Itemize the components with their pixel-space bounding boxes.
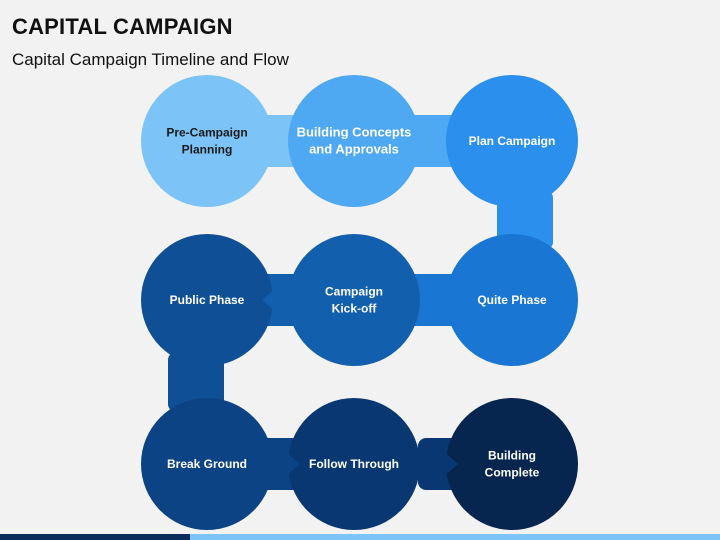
step-label-9: Complete: [485, 466, 540, 480]
bottom-bar-dark-segment: [0, 534, 190, 540]
step-label-5: Kick-off: [332, 302, 378, 316]
flow-arrow-5: [262, 288, 276, 312]
step-label-6: Public Phase: [170, 293, 245, 307]
slide-subtitle: Capital Campaign Timeline and Flow: [12, 50, 289, 69]
step-node-9: [446, 398, 578, 530]
step-node-2: [288, 75, 420, 207]
flow-arrow-4: [422, 288, 436, 312]
step-node-3: [446, 75, 578, 207]
step-node-8: [288, 398, 420, 530]
step-node-5: [288, 234, 420, 366]
step-node-7: [141, 398, 273, 530]
step-label-8: Follow Through: [309, 457, 399, 471]
step-label-1: Pre-Campaign: [166, 126, 247, 140]
flow-arrow-2: [428, 129, 442, 153]
step-label-9: Building: [488, 449, 536, 463]
step-label-5: Campaign: [325, 285, 383, 299]
step-label-2: and Approvals: [309, 142, 399, 157]
bottom-accent-bar: [0, 534, 720, 540]
flow-arrow-1: [268, 129, 282, 153]
bottom-bar-light-segment: [190, 534, 720, 540]
step-label-1: Planning: [182, 143, 233, 157]
step-node-1: [141, 75, 273, 207]
step-label-4: Quite Phase: [477, 293, 547, 307]
flow-arrow-7: [286, 452, 300, 476]
flow-arrow-3: [513, 216, 537, 230]
step-label-2: Building Concepts: [297, 125, 412, 140]
step-label-3: Plan Campaign: [469, 134, 556, 148]
step-node-4: [446, 234, 578, 366]
step-node-6: [141, 234, 273, 366]
slide-title: CAPITAL CAMPAIGN: [12, 14, 233, 39]
flow-arrow-8: [444, 452, 458, 476]
step-label-7: Break Ground: [167, 457, 247, 471]
flow-arrow-6: [184, 378, 208, 392]
